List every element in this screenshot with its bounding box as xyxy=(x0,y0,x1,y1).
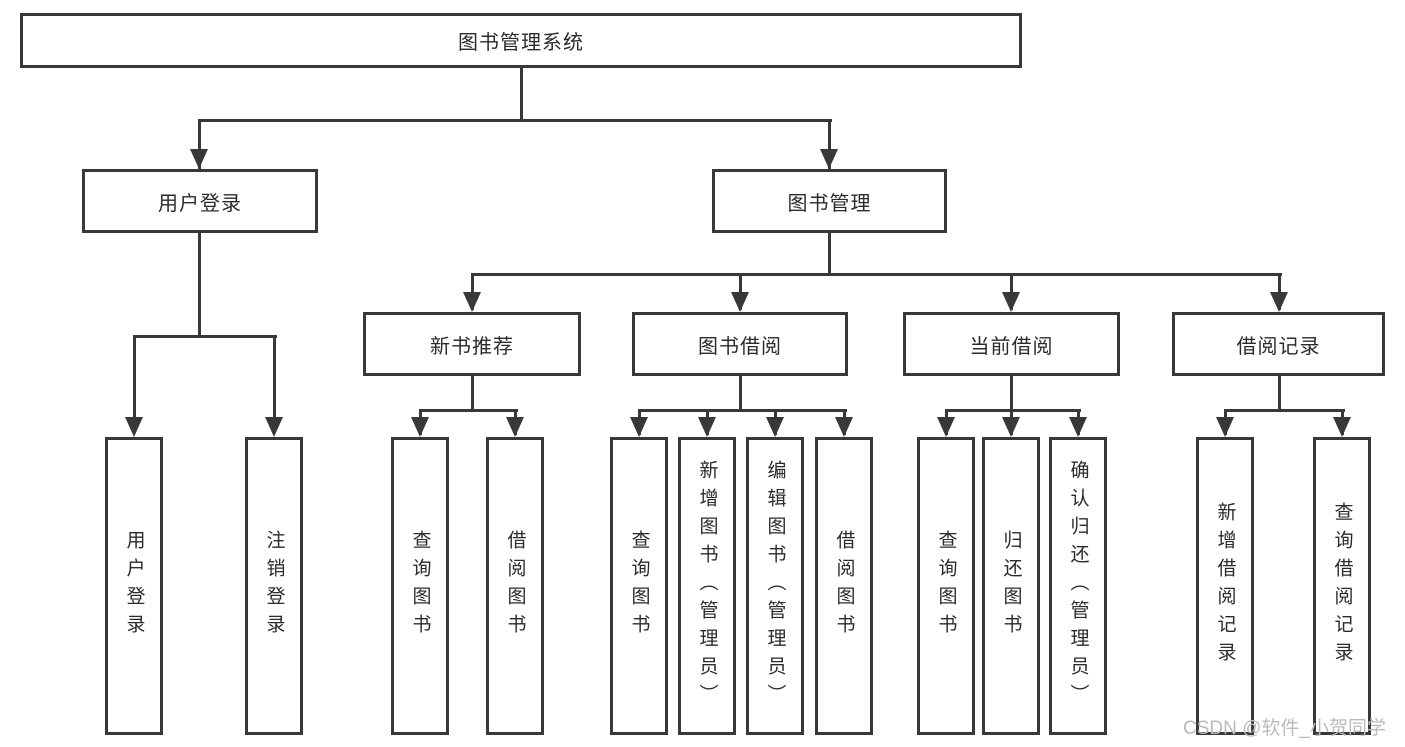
leaf-borrow-book: 借阅图书 xyxy=(815,437,873,735)
arrow-down-icon xyxy=(731,292,749,312)
node-book-borrow: 图书借阅 xyxy=(632,312,848,376)
connector xyxy=(133,335,136,433)
leaf-record-query: 查询借阅记录 xyxy=(1313,437,1371,735)
arrow-down-icon xyxy=(698,417,716,437)
leaf-user-login: 用户登录 xyxy=(105,437,163,735)
arrow-down-icon xyxy=(1002,417,1020,437)
node-label: 用户登录 xyxy=(158,192,242,215)
connector xyxy=(198,119,832,122)
node-library-system: 图书管理系统 xyxy=(20,13,1022,68)
connector xyxy=(471,273,1282,276)
connector xyxy=(945,409,1081,412)
leaf-label: 查询图书 xyxy=(935,530,957,642)
connector xyxy=(739,376,742,409)
arrow-down-icon xyxy=(125,417,143,437)
node-label: 图书管理系统 xyxy=(458,32,584,54)
connector xyxy=(198,233,201,335)
leaf-label: 归还图书 xyxy=(1000,530,1022,642)
connector xyxy=(638,409,847,412)
leaf-borrow-add-admin: 新增图书（管理员） xyxy=(678,437,736,735)
leaf-label: 查询图书 xyxy=(409,530,431,642)
node-label: 新书推荐 xyxy=(430,335,514,358)
leaf-label: 新增借阅记录 xyxy=(1214,502,1236,670)
connector xyxy=(739,273,742,310)
leaf-current-return: 归还图书 xyxy=(982,437,1040,735)
arrow-down-icon xyxy=(630,417,648,437)
leaf-label: 借阅图书 xyxy=(504,530,526,642)
connector xyxy=(419,409,518,412)
connector xyxy=(133,335,277,338)
leaf-label: 查询图书 xyxy=(628,530,650,642)
leaf-newbook-borrow: 借阅图书 xyxy=(486,437,544,735)
leaf-borrow-query: 查询图书 xyxy=(610,437,668,735)
arrow-down-icon xyxy=(1270,292,1288,312)
leaf-current-confirm-admin: 确认归还（管理员） xyxy=(1049,437,1107,735)
arrow-down-icon xyxy=(506,417,524,437)
arrow-down-icon xyxy=(937,417,955,437)
node-label: 当前借阅 xyxy=(969,335,1054,358)
arrow-down-icon xyxy=(1069,417,1087,437)
leaf-label: 借阅图书 xyxy=(833,530,855,642)
connector xyxy=(471,376,474,409)
connector xyxy=(273,335,276,433)
connector xyxy=(1278,376,1281,409)
leaf-label: 确认归还（管理员） xyxy=(1067,460,1089,712)
leaf-borrow-edit-admin: 编辑图书（管理员） xyxy=(746,437,804,735)
node-borrow-records: 借阅记录 xyxy=(1172,312,1385,376)
arrow-down-icon xyxy=(820,149,838,169)
arrow-down-icon xyxy=(265,417,283,437)
connector xyxy=(828,233,831,273)
connector xyxy=(471,273,474,310)
node-label: 图书管理 xyxy=(787,192,872,215)
node-user-login: 用户登录 xyxy=(82,169,318,233)
connector xyxy=(520,68,523,119)
node-label: 图书借阅 xyxy=(698,335,782,358)
arrow-down-icon xyxy=(411,417,429,437)
leaf-label: 查询借阅记录 xyxy=(1331,502,1353,670)
arrow-down-icon xyxy=(1333,417,1351,437)
node-new-book-recommend: 新书推荐 xyxy=(363,312,581,376)
leaf-newbook-query: 查询图书 xyxy=(391,437,449,735)
connector xyxy=(1278,273,1281,310)
leaf-label: 用户登录 xyxy=(123,530,145,642)
node-current-borrow: 当前借阅 xyxy=(903,312,1120,376)
leaf-label: 新增图书（管理员） xyxy=(696,460,718,712)
connector xyxy=(1224,409,1345,412)
arrow-down-icon xyxy=(463,292,481,312)
connector xyxy=(828,119,831,169)
arrow-down-icon xyxy=(1002,292,1020,312)
leaf-label: 注销登录 xyxy=(263,530,285,642)
csdn-watermark: CSDN @软件_小贺同学 xyxy=(1183,718,1386,739)
connector xyxy=(1010,376,1013,409)
arrow-down-icon xyxy=(190,149,208,169)
node-label: 借阅记录 xyxy=(1236,335,1321,358)
arrow-down-icon xyxy=(835,417,853,437)
leaf-logout: 注销登录 xyxy=(245,437,303,735)
leaf-current-query: 查询图书 xyxy=(917,437,975,735)
connector xyxy=(1010,273,1013,310)
arrow-down-icon xyxy=(766,417,784,437)
leaf-record-add: 新增借阅记录 xyxy=(1196,437,1254,735)
connector xyxy=(198,119,201,169)
node-book-management: 图书管理 xyxy=(712,169,947,233)
leaf-label: 编辑图书（管理员） xyxy=(764,460,786,712)
arrow-down-icon xyxy=(1216,417,1234,437)
